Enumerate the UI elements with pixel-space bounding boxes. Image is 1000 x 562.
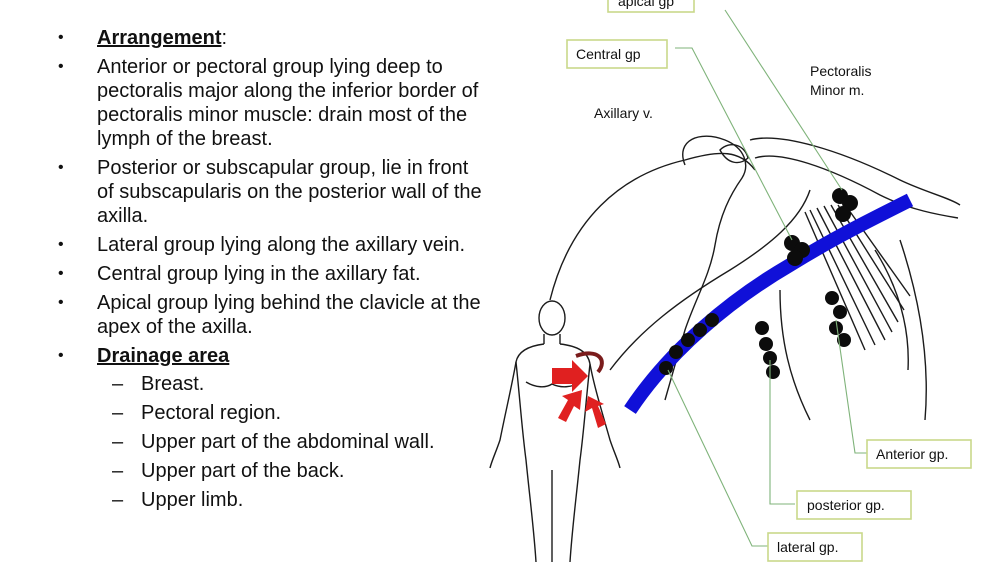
axillary-vein-label: Axillary v. bbox=[594, 105, 653, 121]
drainage-list: Breast. Pectoral region. Upper part of t… bbox=[97, 372, 488, 512]
central-label: Central gp bbox=[576, 46, 641, 62]
bullet-posterior-group: Posterior or subscapular group, lie in f… bbox=[58, 156, 488, 228]
figure-axilla-marker bbox=[575, 351, 604, 374]
arrangement-colon: : bbox=[221, 27, 228, 49]
drainage-arrow-middle bbox=[558, 390, 582, 422]
shoulder-outline bbox=[549, 152, 756, 301]
apical-label-box bbox=[607, 0, 695, 13]
figure-neck bbox=[543, 334, 561, 344]
arrangement-heading: Arrangement bbox=[97, 27, 222, 49]
pectoralis-minor-fibers bbox=[804, 204, 911, 351]
drainage-item-limb: Upper limb. bbox=[97, 488, 488, 512]
anterior-nodes bbox=[825, 291, 851, 347]
drainage-heading: Drainage area bbox=[97, 345, 230, 367]
humerus-head-outline bbox=[664, 135, 747, 401]
bullet-lateral-group: Lateral group lying along the axillary v… bbox=[58, 233, 488, 257]
anterior-label: Anterior gp. bbox=[876, 446, 948, 462]
pectoralis-label-line1: Pectoralis bbox=[810, 63, 871, 79]
arrangement-heading-item: Arrangement: bbox=[58, 26, 488, 50]
anterior-label-box bbox=[866, 439, 972, 469]
apical-nodes bbox=[832, 188, 858, 222]
body-figure bbox=[489, 300, 621, 562]
scapula-outline bbox=[609, 189, 811, 371]
drainage-arrow-side bbox=[585, 396, 606, 428]
lateral-label-box bbox=[767, 532, 863, 562]
clavicle-outline bbox=[749, 137, 961, 206]
chest-wall-outline bbox=[899, 239, 927, 421]
figure-left-side bbox=[515, 361, 537, 562]
bullet-apical-group: Apical group lying behind the clavicle a… bbox=[58, 291, 488, 339]
lymph-node-notes: Arrangement: Anterior or pectoral group … bbox=[58, 26, 488, 517]
posterior-nodes bbox=[755, 321, 780, 379]
inner-axilla-line bbox=[779, 289, 811, 421]
drainage-item-pectoral: Pectoral region. bbox=[97, 401, 488, 425]
central-nodes bbox=[784, 235, 810, 266]
central-label-box bbox=[566, 39, 668, 69]
bullet-anterior-group: Anterior or pectoral group lying deep to… bbox=[58, 55, 488, 151]
coracoid-outline bbox=[719, 144, 749, 164]
bullet-central-group: Central group lying in the axillary fat. bbox=[58, 262, 488, 286]
figure-left-arm bbox=[489, 343, 545, 469]
drainage-item-abdominal: Upper part of the abdominal wall. bbox=[97, 430, 488, 454]
rib-line bbox=[874, 249, 909, 371]
axillary-lymph-nodes-figure: apical gp Central gp Axillary v. Pectora… bbox=[480, 0, 1000, 562]
leader-lines bbox=[667, 9, 868, 547]
lateral-label: lateral gp. bbox=[777, 539, 838, 555]
apical-label: apical gp bbox=[618, 0, 674, 9]
drainage-item-back: Upper part of the back. bbox=[97, 459, 488, 483]
figure-right-side bbox=[569, 363, 591, 562]
figure-head bbox=[538, 300, 566, 336]
posterior-label-box bbox=[796, 490, 912, 520]
drainage-arrow-upper bbox=[552, 360, 588, 392]
clavicle-lower-edge bbox=[754, 155, 959, 219]
posterior-label: posterior gp. bbox=[807, 497, 885, 513]
lateral-nodes bbox=[659, 313, 719, 375]
drainage-heading-item: Drainage area Breast. Pectoral region. U… bbox=[58, 344, 488, 512]
pectoralis-label-line2: Minor m. bbox=[810, 82, 864, 98]
figure-right-arm bbox=[559, 343, 621, 469]
drainage-item-breast: Breast. bbox=[97, 372, 488, 396]
axilla-illustration: apical gp Central gp Axillary v. Pectora… bbox=[489, 0, 972, 562]
